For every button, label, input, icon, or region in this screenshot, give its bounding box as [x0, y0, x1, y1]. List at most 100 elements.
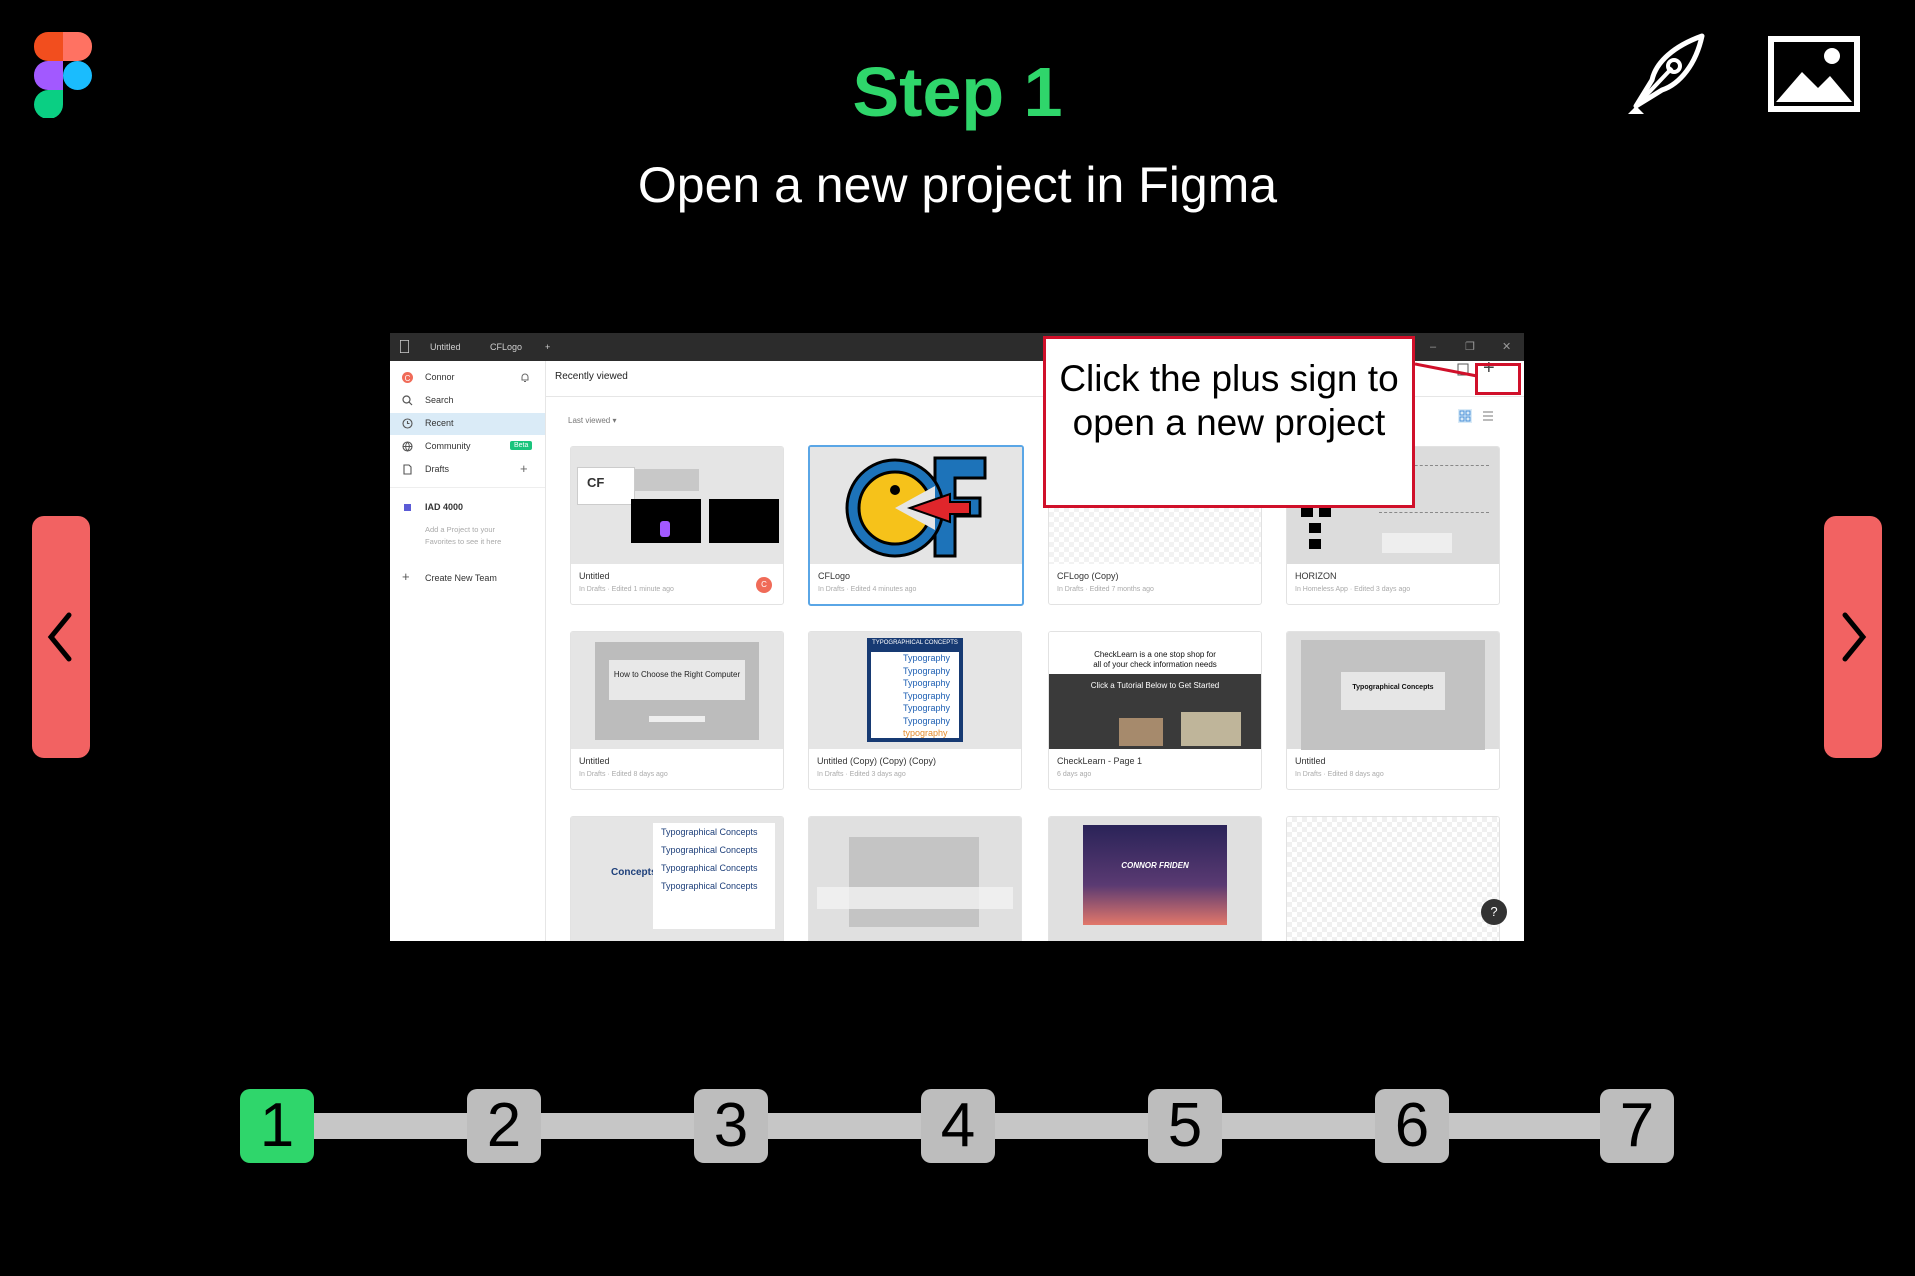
thumb-text: Typographical Concepts [661, 827, 758, 837]
chevron-left-icon [47, 612, 72, 662]
file-icon [403, 464, 412, 475]
tab-cflogo[interactable]: CFLogo [490, 342, 523, 352]
file-thumbnail: CF [571, 447, 783, 564]
bell-icon[interactable] [520, 372, 530, 383]
file-meta: In Homeless App · Edited 3 days ago [1295, 586, 1411, 593]
thumb-text: Typographical Concepts [661, 845, 758, 855]
grid-view-icon[interactable] [1458, 409, 1472, 423]
sort-dropdown[interactable]: Last viewed ▾ [568, 416, 617, 425]
file-meta: In Drafts · Edited 4 minutes ago [818, 586, 917, 593]
sidebar-item-label: Community [425, 441, 471, 451]
thumb-text: Typography [903, 653, 951, 663]
file-thumbnail: CheckLearn is a one stop shop for all of… [1049, 632, 1261, 749]
file-card-selected[interactable]: CFLogo In Drafts · Edited 4 minutes ago [808, 445, 1024, 606]
sidebar-user[interactable]: C Connor [390, 367, 545, 389]
file-card[interactable]: CONNOR FRIDEN [1048, 816, 1262, 941]
file-meta: In Drafts · Edited 8 days ago [579, 771, 668, 778]
step-2-button[interactable]: 2 [467, 1089, 541, 1163]
team-hint-line: Favorites to see it here [425, 537, 502, 546]
file-thumbnail: Concepts Typographical Concepts Typograp… [571, 817, 783, 941]
sidebar-team[interactable]: IAD 4000 [390, 497, 545, 519]
thumb-text: Typography [903, 703, 951, 713]
create-team-label: Create New Team [425, 573, 497, 583]
file-title: CFLogo [818, 571, 851, 581]
user-name: Connor [425, 372, 455, 382]
step-4-button[interactable]: 4 [921, 1089, 995, 1163]
avatar: C [756, 577, 772, 593]
create-new-team[interactable]: + Create New Team [390, 568, 545, 590]
file-title: CheckLearn - Page 1 [1057, 756, 1143, 766]
file-card[interactable]: CF Untitled In Drafts · Edited 1 minute … [570, 446, 784, 605]
plus-new-file-icon[interactable]: + [1483, 357, 1495, 379]
file-title: Untitled [579, 756, 610, 766]
file-thumbnail [809, 817, 1021, 941]
file-thumbnail: How to Choose the Right Computer [571, 632, 783, 749]
file-thumbnail [1287, 817, 1499, 941]
import-icon[interactable] [1457, 362, 1471, 376]
step-7-button[interactable]: 7 [1600, 1089, 1674, 1163]
minimize-icon[interactable]: – [1430, 341, 1437, 353]
thumb-text: all of your check information needs [1093, 660, 1217, 669]
file-thumbnail [810, 447, 1022, 564]
file-title: CFLogo (Copy) [1057, 571, 1119, 581]
file-card[interactable]: How to Choose the Right Computer Untitle… [570, 631, 784, 790]
image-icon[interactable] [1768, 36, 1860, 112]
instruction-callout: Click the plus sign to open a new projec… [1043, 336, 1415, 508]
figma-sidebar: C Connor Search Recent Community Beta Dr… [390, 361, 546, 941]
thumb-text: TYPOGRAPHICAL CONCEPTS [872, 640, 958, 646]
next-step-button[interactable] [1824, 516, 1882, 758]
file-card[interactable]: CheckLearn is a one stop shop for all of… [1048, 631, 1262, 790]
figma-logo-icon [34, 32, 92, 118]
step-1-button[interactable]: 1 [240, 1089, 314, 1163]
plus-icon: + [402, 569, 410, 584]
sidebar-item-label: Recent [425, 418, 454, 428]
file-title: Untitled [1295, 756, 1326, 766]
figma-small-logo-icon [400, 340, 409, 353]
clock-icon [402, 418, 413, 429]
file-card[interactable] [1286, 816, 1500, 941]
thumb-text: Typography [903, 690, 951, 701]
thumb-text: Typography [903, 678, 951, 688]
file-meta: In Drafts · Edited 7 months ago [1057, 586, 1154, 593]
avatar: C [402, 372, 413, 383]
thumb-text: typography [903, 728, 948, 738]
step-title: Step 1 [852, 53, 1063, 131]
file-thumbnail: TYPOGRAPHICAL CONCEPTS Typography Typogr… [809, 632, 1021, 749]
file-meta: In Drafts · Edited 3 days ago [817, 771, 906, 778]
beta-badge: Beta [510, 441, 533, 450]
file-card[interactable]: Concepts Typographical Concepts Typograp… [570, 816, 784, 941]
file-card[interactable]: Typographical Concepts Untitled In Draft… [1286, 631, 1500, 790]
divider [545, 396, 1524, 397]
chevron-right-icon [1842, 612, 1867, 662]
tab-untitled[interactable]: Untitled [430, 342, 461, 352]
file-card[interactable]: TYPOGRAPHICAL CONCEPTS Typography Typogr… [808, 631, 1022, 790]
sidebar-item-search[interactable]: Search [390, 390, 545, 412]
step-6-button[interactable]: 6 [1375, 1089, 1449, 1163]
thumb-text: Typographical Concepts [661, 863, 758, 873]
step-5-button[interactable]: 5 [1148, 1089, 1222, 1163]
sidebar-item-community[interactable]: Community Beta [390, 436, 545, 458]
thumb-text: CheckLearn is a one stop shop for [1094, 650, 1216, 659]
previous-step-button[interactable] [32, 516, 90, 758]
file-meta: In Drafts · Edited 1 minute ago [579, 586, 674, 593]
close-icon[interactable]: ✕ [1502, 341, 1512, 353]
team-color-icon [404, 504, 411, 511]
restore-icon[interactable]: ❐ [1465, 341, 1475, 353]
file-card[interactable] [808, 816, 1022, 941]
file-title: Untitled (Copy) (Copy) (Copy) [817, 756, 937, 766]
file-thumbnail: Typographical Concepts [1287, 632, 1499, 750]
new-tab-button[interactable]: + [545, 342, 551, 352]
pen-tool-icon[interactable] [1622, 28, 1714, 120]
step-3-button[interactable]: 3 [694, 1089, 768, 1163]
list-view-icon[interactable] [1482, 410, 1494, 422]
team-hint-line: Add a Project to your [425, 525, 496, 534]
thumb-text: Concepts [611, 867, 657, 878]
add-draft-icon[interactable]: + [520, 461, 528, 476]
help-button[interactable]: ? [1481, 899, 1507, 925]
thumb-text: Typographical Concepts [661, 881, 758, 891]
sidebar-item-drafts[interactable]: Drafts + [390, 459, 545, 481]
recently-viewed-heading: Recently viewed [555, 371, 628, 382]
sidebar-item-recent[interactable]: Recent [390, 413, 545, 435]
file-meta: 6 days ago [1057, 771, 1092, 778]
figma-screenshot: Untitled CFLogo + – ❐ ✕ C Connor Search … [390, 333, 1524, 941]
